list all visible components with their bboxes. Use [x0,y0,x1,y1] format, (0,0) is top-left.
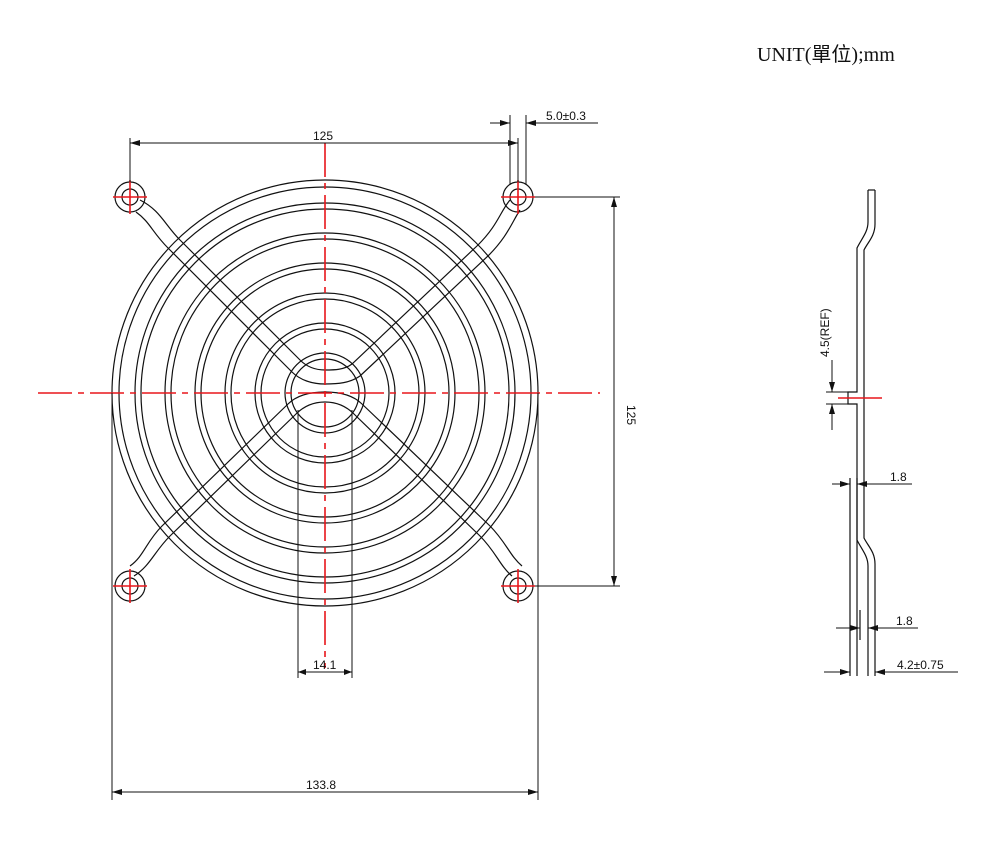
dim-side-thickness-2: 1.8 [836,614,918,631]
dim-wire-thickness: 5.0±0.3 [490,109,598,185]
dim-overall-width: 133.8 [111,393,539,800]
dim-side-depth: 4.2±0.75 [824,658,958,675]
centerlines [38,143,600,668]
dim-wire-thickness-label: 5.0±0.3 [546,109,586,123]
dim-side-depth-label: 4.2±0.75 [897,658,944,672]
dim-side-thickness-1-label: 1.8 [890,470,907,484]
dim-center-width: 14.1 [297,410,353,678]
dim-right-height: 125 [535,196,638,587]
dim-side-offset: 4.5(REF) [818,308,848,430]
dim-overall-width-label: 133.8 [306,778,336,792]
dim-top-width-label: 125 [313,129,333,143]
front-view: 125 5.0±0.3 125 14.1 [38,109,638,800]
dim-center-width-label: 14.1 [313,658,337,672]
cross-struts [129,199,523,577]
dim-top-width: 125 [129,129,519,182]
dim-side-offset-label: 4.5(REF) [818,308,832,357]
dim-side-thickness-2-label: 1.8 [896,614,913,628]
dim-right-height-label: 125 [624,405,638,425]
dim-side-thickness-1: 1.8 [832,470,912,487]
side-view: 4.5(REF) 1.8 1.8 4.2±0.75 [818,189,958,676]
unit-label: UNIT(單位);mm [757,44,895,66]
